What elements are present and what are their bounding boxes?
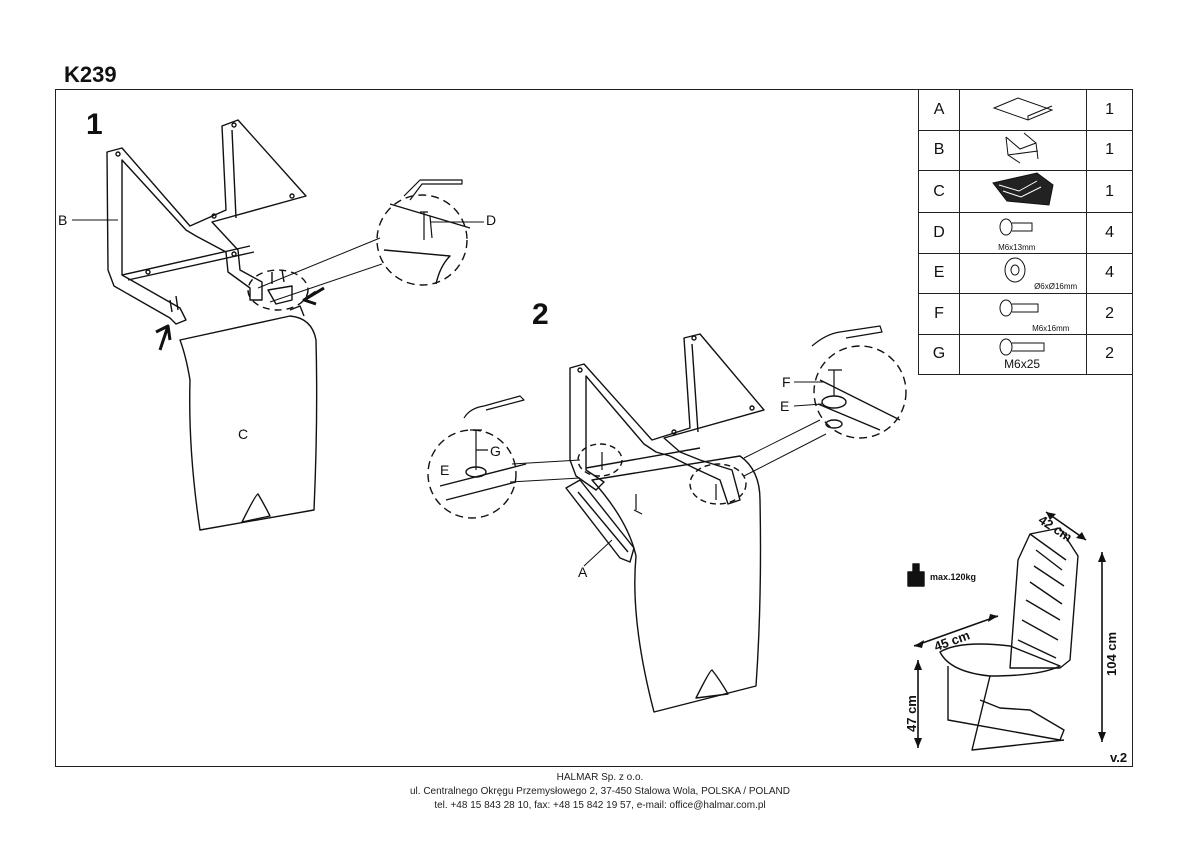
finished-chair [939, 527, 1079, 751]
part-label: A [917, 89, 961, 131]
footer-address: ul. Centralnego Okręgu Przemysłowego 2, … [409, 786, 790, 797]
callout-c: C [238, 426, 249, 442]
dimension-arrows [913, 511, 1103, 748]
bolt-m6x25-icon [999, 338, 1045, 355]
parts-table: A 1 B 1 C 1 D M6x13mm 4 E Ø6xØ16mm 4 F M… [917, 89, 1133, 375]
frame-b-step1 [106, 119, 307, 325]
version-label: v.2 [1110, 750, 1128, 765]
part-label: G [917, 333, 961, 375]
footer-company: HALMAR Sp. z o.o. [556, 772, 644, 783]
part-row-b: B 1 [917, 129, 1133, 171]
model-title: K239 [64, 62, 117, 87]
part-size: M6x13mm [998, 243, 1036, 252]
part-row-g: G M6x25 2 [917, 333, 1133, 375]
callout-e-left: E [440, 462, 450, 478]
part-row-d: D M6x13mm 4 [917, 212, 1133, 254]
part-label: C [917, 170, 961, 213]
part-label: D [917, 212, 961, 254]
part-size: M6x16mm [1032, 324, 1070, 333]
callout-f: F [782, 374, 791, 390]
part-row-e: E Ø6xØ16mm 4 [917, 252, 1133, 294]
part-qty: 4 [1086, 212, 1133, 254]
part-label: E [917, 252, 961, 294]
callout-d: D [486, 212, 497, 228]
part-qty: 1 [1086, 170, 1133, 213]
bolt-m6x13-icon [999, 218, 1033, 236]
callout-e-right: E [780, 398, 790, 414]
part-qty: 4 [1086, 252, 1133, 294]
callout-b: B [58, 212, 68, 228]
bolt-m6x16-icon [999, 299, 1039, 317]
part-qty: 2 [1086, 293, 1133, 335]
seat-c-step1 [179, 305, 318, 531]
footer-contact: tel. +48 15 843 28 10, fax: +48 15 842 1… [434, 800, 766, 811]
weight-icon [907, 563, 925, 587]
step-number-1: 1 [86, 108, 103, 141]
callout-a: A [578, 564, 588, 580]
frame-b-step2 [569, 333, 765, 505]
seat-c-step2 [591, 455, 762, 713]
part-size: Ø6xØ16mm [1034, 281, 1078, 291]
arrowheads [914, 512, 1106, 748]
part-qty: 1 [1086, 89, 1133, 131]
frame-part-icon [1005, 132, 1039, 164]
part-qty: 2 [1086, 333, 1133, 375]
bracket-a-step2 [565, 479, 635, 563]
part-label: F [917, 293, 961, 335]
washer-icon [1004, 257, 1026, 282]
max-load-label: max.120kg [930, 572, 977, 582]
instruction-frame [55, 89, 1133, 767]
callout-g: G [490, 443, 501, 459]
part-label: B [917, 129, 961, 171]
step-number-2: 2 [532, 298, 549, 331]
dimension-seat-height: 47 cm [904, 695, 919, 732]
part-row-f: F M6x16mm 2 [917, 293, 1133, 335]
part-qty: 1 [1086, 129, 1133, 171]
part-row-a: A 1 [917, 89, 1133, 131]
part-size: M6x25 [1004, 356, 1041, 371]
seat-part-icon [992, 172, 1054, 206]
dimension-height: 104 cm [1104, 631, 1119, 676]
part-row-c: C 1 [917, 170, 1133, 213]
bracket-part-icon [992, 97, 1054, 121]
